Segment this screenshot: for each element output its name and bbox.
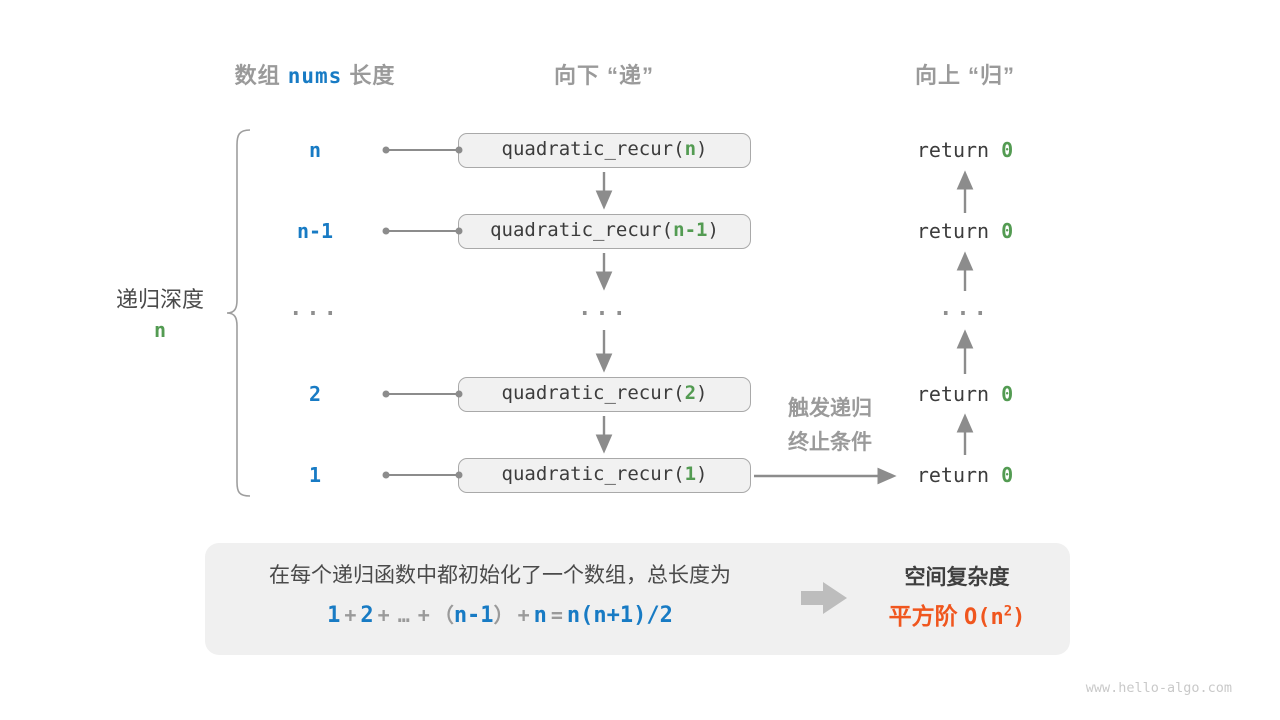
header-downward-recurse: 向下 “递” [553, 63, 655, 88]
formula-plus: + [344, 603, 357, 627]
formula-paren-close: ） [493, 603, 514, 627]
formula-term-n: n [533, 603, 547, 628]
return-value: 0 [1001, 463, 1014, 487]
call-arg: 1 [684, 463, 697, 485]
call-arg: n [684, 138, 697, 160]
return-statement-n-1: return 0 [895, 217, 1035, 245]
formula-result: n(n+1)/2 [566, 603, 673, 628]
return-keyword: return [916, 382, 1002, 406]
header-array-nums-code: nums [287, 64, 343, 88]
return-value: 0 [1001, 382, 1014, 406]
summary-text: 在每个递归函数中都初始化了一个数组，总长度为 [269, 564, 731, 587]
trigger-note-line1: 触发递归 [788, 397, 872, 420]
call-text: quadratic_recur( [490, 219, 674, 241]
formula-term-1: 1 [327, 603, 341, 628]
connector-row-2 [382, 390, 463, 398]
summary-formula: 1+2+…+（n-1）+n=n(n+1)/2 [205, 599, 795, 628]
call-close: ) [696, 463, 708, 485]
depth-brace [226, 129, 251, 497]
header-array-suffix: 长度 [349, 63, 396, 88]
return-statement-2: return 0 [895, 380, 1035, 408]
header-array-prefix: 数组 [234, 63, 281, 88]
space-complexity-value: 平方阶 O(n2) [817, 597, 1097, 631]
formula-plus: + [417, 603, 430, 627]
connector-row-n [382, 146, 463, 154]
recursion-depth-label: 递归深度 [115, 287, 204, 312]
recursion-depth-value: n [153, 318, 167, 342]
call-text: quadratic_recur( [501, 138, 685, 160]
formula-plus: + [377, 603, 390, 627]
formula-term-n-1: n-1 [453, 603, 494, 628]
call-close: ) [707, 219, 719, 241]
ellipsis-middle-column: ... [578, 296, 630, 321]
formula-equals: = [550, 603, 563, 627]
call-text: quadratic_recur( [501, 463, 685, 485]
header-upward-return: 向上 “归” [914, 63, 1016, 88]
length-label-1: 1 [308, 463, 322, 487]
call-arg: n-1 [673, 219, 708, 241]
length-label-2: 2 [308, 382, 322, 406]
big-o-notation: O(n2) [963, 603, 1026, 630]
header-array-length: 数组 nums 长度 [195, 58, 435, 90]
connector-row-n-1 [382, 227, 463, 235]
length-label-n: n [308, 138, 322, 162]
watermark-url: www.hello-algo.com [1085, 680, 1232, 696]
return-value: 0 [1001, 138, 1014, 162]
call-box-1: quadratic_recur(1) [458, 458, 751, 493]
connector-row-1 [382, 471, 463, 479]
return-value: 0 [1001, 219, 1014, 243]
return-statement-n: return 0 [895, 136, 1035, 164]
return-keyword: return [916, 219, 1002, 243]
length-label-n-1: n-1 [296, 219, 334, 243]
ellipsis-right-column: ... [939, 296, 991, 321]
exponent: 2 [1003, 603, 1013, 620]
call-arg: 2 [684, 382, 697, 404]
space-complexity-order: 平方阶 [888, 603, 964, 629]
space-complexity-title: 空间复杂度 [904, 566, 1010, 589]
call-box-n-1: quadratic_recur(n-1) [458, 214, 751, 249]
return-statement-1: return 0 [895, 461, 1035, 489]
formula-ellipsis: … [397, 603, 410, 627]
return-keyword: return [916, 463, 1002, 487]
summary-panel: 在每个递归函数中都初始化了一个数组，总长度为 1+2+…+（n-1）+n=n(n… [205, 543, 1070, 655]
call-box-2: quadratic_recur(2) [458, 377, 751, 412]
call-text: quadratic_recur( [501, 382, 685, 404]
formula-paren-open: （ [433, 603, 454, 627]
formula-term-2: 2 [360, 603, 374, 628]
call-close: ) [696, 382, 708, 404]
return-keyword: return [916, 138, 1002, 162]
call-box-n: quadratic_recur(n) [458, 133, 751, 168]
call-close: ) [696, 138, 708, 160]
ellipsis-left-column: ... [289, 296, 341, 321]
formula-plus: + [517, 603, 530, 627]
trigger-note-line2: 终止条件 [788, 431, 872, 454]
